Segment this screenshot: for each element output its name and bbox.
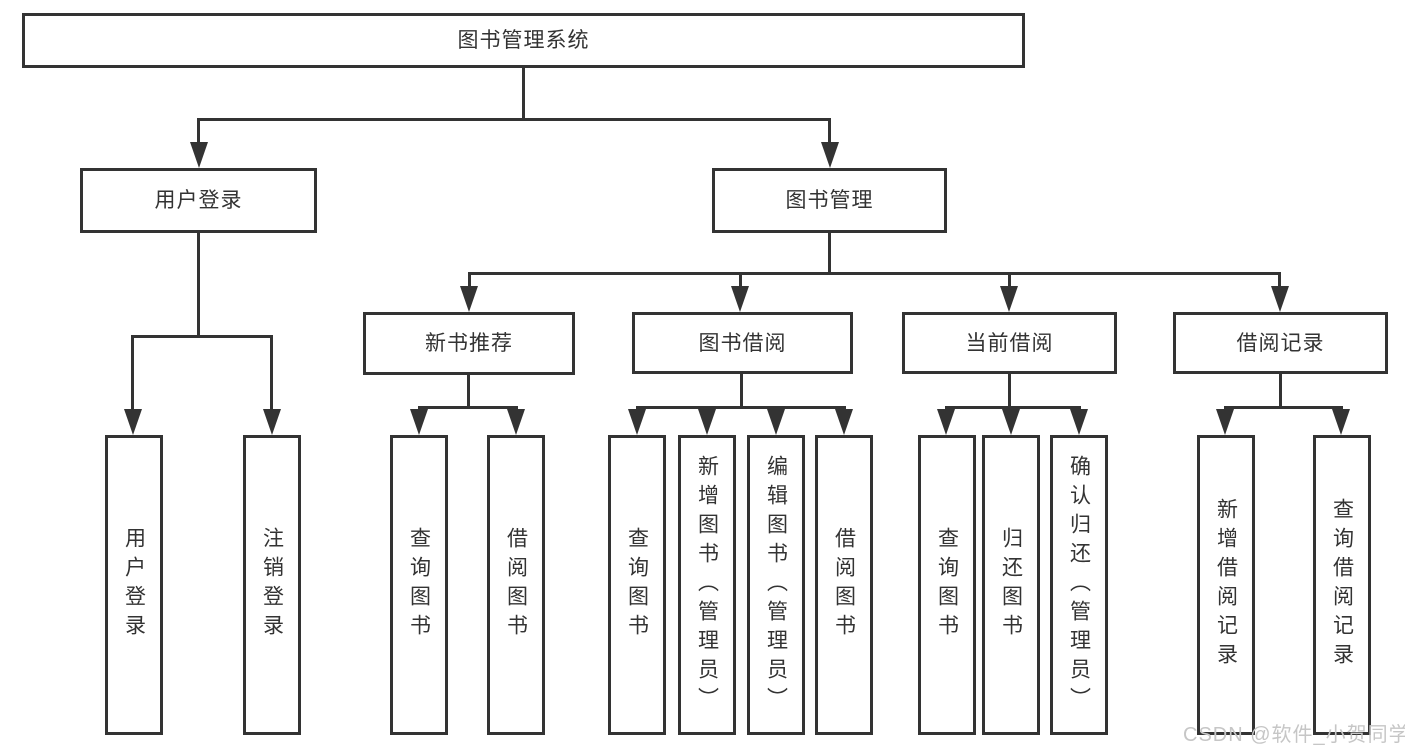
leaf-edit-book-admin: 编辑图书（管理员） [747,435,805,735]
connector-arrow [1216,409,1234,435]
connector-arrow [460,286,478,312]
connector-line [131,335,273,338]
connector-line [828,118,831,150]
connector-arrow [1070,409,1088,435]
connector-line [468,272,471,290]
connector-line [467,375,470,406]
leaf-borrow-book-recommend: 借阅图书 [487,435,545,735]
connector-line [740,374,743,406]
connector-line [1008,272,1011,290]
connector-arrow [767,409,785,435]
node-book-borrow: 图书借阅 [632,312,853,374]
connector-line [197,118,200,150]
connector-arrow [124,409,142,435]
connector-arrow [190,142,208,168]
connector-arrow [731,286,749,312]
leaf-query-borrow-record: 查询借阅记录 [1313,435,1371,735]
connector-arrow [263,409,281,435]
connector-line [636,406,846,409]
leaf-add-borrow-record: 新增借阅记录 [1197,435,1255,735]
connector-arrow [835,409,853,435]
connector-arrow [628,409,646,435]
connector-line [522,68,525,120]
connector-line [1008,374,1011,406]
node-new-book-recommend: 新书推荐 [363,312,575,375]
connector-arrow [507,409,525,435]
connector-line [270,335,273,415]
node-borrow-records: 借阅记录 [1173,312,1388,374]
connector-line [1279,374,1282,406]
leaf-query-books-recommend: 查询图书 [390,435,448,735]
node-book-management: 图书管理 [712,168,947,233]
leaf-query-books-borrow: 查询图书 [608,435,666,735]
connector-arrow [410,409,428,435]
leaf-user-login: 用户登录 [105,435,163,735]
connector-arrow [1000,286,1018,312]
leaf-add-book-admin: 新增图书（管理员） [678,435,736,735]
connector-line [945,406,1081,409]
leaf-logout: 注销登录 [243,435,301,735]
node-library-system: 图书管理系统 [22,13,1025,68]
connector-line [739,272,742,290]
node-user-login: 用户登录 [80,168,317,233]
watermark: CSDN @软件_小贺同学 [1183,724,1405,746]
connector-line [131,335,134,415]
leaf-confirm-return-admin: 确认归还（管理员） [1050,435,1108,735]
connector-arrow [937,409,955,435]
connector-line [198,118,831,121]
leaf-return-book: 归还图书 [982,435,1040,735]
connector-arrow [1271,286,1289,312]
connector-line [468,272,1281,275]
connector-arrow [1332,409,1350,435]
connector-arrow [1002,409,1020,435]
connector-line [1278,272,1281,290]
connector-line [828,233,831,272]
connector-line [418,406,518,409]
connector-arrow [698,409,716,435]
connector-line [197,233,200,335]
leaf-query-books-current: 查询图书 [918,435,976,735]
leaf-borrow-book: 借阅图书 [815,435,873,735]
node-current-borrow: 当前借阅 [902,312,1117,374]
connector-line [1224,406,1343,409]
connector-arrow [821,142,839,168]
